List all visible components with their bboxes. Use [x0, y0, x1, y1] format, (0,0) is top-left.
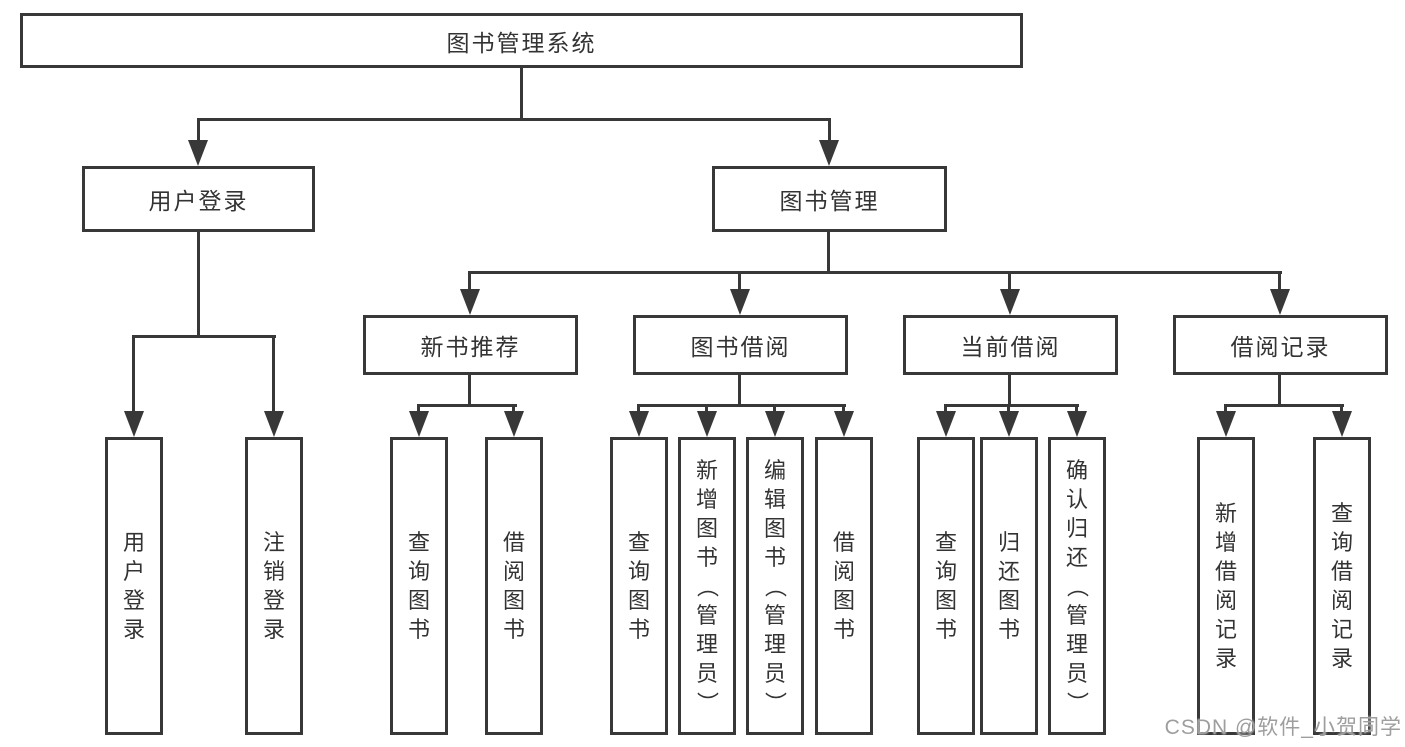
- connector-line: [738, 375, 741, 407]
- connector-line: [773, 404, 776, 413]
- connector-line: [1007, 404, 1010, 413]
- connector-line: [512, 404, 515, 413]
- connector-line: [738, 271, 741, 291]
- connector-line: [197, 118, 831, 121]
- node-label: 查询图书: [627, 530, 650, 642]
- arrow-down-icon: [264, 411, 284, 437]
- node-label: 查询图书: [934, 530, 957, 642]
- leaf-current-return-books: 归还图书: [980, 437, 1038, 735]
- arrow-down-icon: [124, 411, 144, 437]
- node-label: 注销登录: [262, 530, 285, 642]
- arrow-down-icon: [730, 289, 750, 315]
- watermark: CSDN @软件_小贺同学: [1164, 716, 1402, 739]
- connector-line: [132, 335, 276, 338]
- connector-line: [417, 404, 517, 407]
- leaf-borrowing-query-books: 查询图书: [610, 437, 668, 735]
- arrow-down-icon: [188, 140, 208, 166]
- arrow-down-icon: [504, 411, 524, 437]
- node-label: 图书借阅: [690, 334, 791, 360]
- node-label: 当前借阅: [960, 334, 1061, 360]
- connector-line: [637, 404, 846, 407]
- connector-line: [1075, 404, 1078, 413]
- connector-line: [1008, 271, 1011, 291]
- node-label: 归还图书: [997, 530, 1020, 642]
- connector-line: [520, 68, 523, 120]
- connector-line: [417, 404, 420, 413]
- connector-line: [1224, 404, 1227, 413]
- arrow-down-icon: [1270, 289, 1290, 315]
- node-borrowing-records: 借阅记录: [1173, 315, 1388, 375]
- node-library-system: 图书管理系统: [20, 13, 1023, 68]
- leaf-user-login: 用户登录: [105, 437, 163, 735]
- leaf-records-add-record: 新增借阅记录: [1197, 437, 1255, 735]
- connector-line: [842, 404, 845, 413]
- arrow-down-icon: [819, 140, 839, 166]
- leaf-borrowing-borrow-books: 借阅图书: [815, 437, 873, 735]
- node-label: 确认归还（管理员）: [1064, 457, 1090, 714]
- connector-line: [637, 404, 640, 413]
- node-label: 借阅图书: [832, 530, 855, 642]
- arrow-down-icon: [999, 411, 1019, 437]
- node-label: 新增借阅记录: [1214, 501, 1237, 671]
- node-user-login: 用户登录: [82, 166, 315, 232]
- node-label: 新增图书（管理员）: [694, 457, 720, 714]
- leaf-logout: 注销登录: [245, 437, 303, 735]
- connector-line: [132, 335, 135, 413]
- connector-line: [1224, 404, 1344, 407]
- connector-line: [468, 375, 471, 407]
- connector-line: [1340, 404, 1343, 413]
- leaf-recommend-query-books: 查询图书: [390, 437, 448, 735]
- leaf-recommend-borrow-books: 借阅图书: [485, 437, 543, 735]
- arrow-down-icon: [697, 411, 717, 437]
- arrow-down-icon: [629, 411, 649, 437]
- arrow-down-icon: [1000, 289, 1020, 315]
- node-book-borrowing: 图书借阅: [633, 315, 848, 375]
- node-new-book-recommend: 新书推荐: [363, 315, 578, 375]
- connector-line: [272, 335, 275, 413]
- node-label: 借阅图书: [502, 530, 525, 642]
- connector-line: [1278, 375, 1281, 407]
- node-label: 图书管理系统: [446, 29, 597, 56]
- node-label: 借阅记录: [1230, 334, 1331, 360]
- node-book-management: 图书管理: [712, 166, 947, 232]
- connector-line: [1008, 375, 1011, 407]
- node-label: 查询图书: [407, 530, 430, 642]
- connector-line: [197, 232, 200, 338]
- node-label: 查询借阅记录: [1330, 501, 1353, 671]
- node-label: 编辑图书（管理员）: [762, 457, 788, 714]
- arrow-down-icon: [409, 411, 429, 437]
- arrow-down-icon: [765, 411, 785, 437]
- leaf-borrowing-edit-books-admin: 编辑图书（管理员）: [746, 437, 804, 735]
- connector-line: [944, 404, 1079, 407]
- node-label: 用户登录: [122, 530, 145, 642]
- node-label: 用户登录: [148, 188, 249, 214]
- arrow-down-icon: [1332, 411, 1352, 437]
- connector-line: [468, 271, 471, 291]
- arrow-down-icon: [834, 411, 854, 437]
- node-current-borrowing: 当前借阅: [903, 315, 1118, 375]
- leaf-current-confirm-return-admin: 确认归还（管理员）: [1048, 437, 1106, 735]
- arrow-down-icon: [1216, 411, 1236, 437]
- node-label: 图书管理: [779, 188, 880, 214]
- arrow-down-icon: [1067, 411, 1087, 437]
- node-label: 新书推荐: [420, 334, 521, 360]
- connector-line: [944, 404, 947, 413]
- connector-line: [1278, 271, 1281, 291]
- connector-line: [828, 118, 831, 144]
- connector-line: [827, 232, 830, 274]
- leaf-current-query-books: 查询图书: [917, 437, 975, 735]
- connector-line: [197, 118, 200, 144]
- connector-line: [705, 404, 708, 413]
- leaf-records-query-record: 查询借阅记录: [1313, 437, 1371, 735]
- arrow-down-icon: [460, 289, 480, 315]
- connector-line: [468, 271, 1282, 274]
- leaf-borrowing-add-books-admin: 新增图书（管理员）: [678, 437, 736, 735]
- arrow-down-icon: [936, 411, 956, 437]
